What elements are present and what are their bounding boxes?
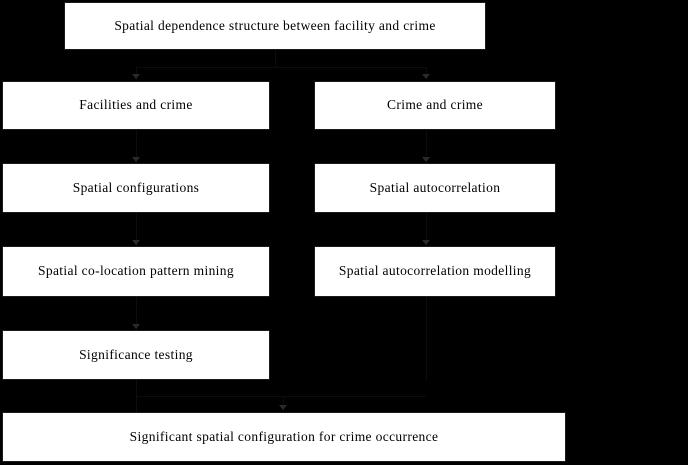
connector-left-1-2 (136, 130, 137, 163)
node-significance-testing[interactable]: Significance testing (2, 330, 270, 380)
connector-title-split (136, 67, 426, 68)
node-label: Spatial autocorrelation modelling (338, 263, 532, 279)
node-label: Facilities and crime (79, 97, 193, 113)
connector-merge-to-result (136, 396, 426, 397)
node-spatial-autocorrelation[interactable]: Spatial autocorrelation (314, 163, 556, 213)
node-spatial-co-location-pattern-mining[interactable]: Spatial co-location pattern mining (2, 246, 270, 297)
node-facilities-and-crime[interactable]: Facilities and crime (2, 81, 270, 130)
connector-title-down (275, 50, 276, 67)
node-label: Spatial co-location pattern mining (38, 263, 234, 279)
node-label: Spatial autocorrelation (369, 179, 501, 195)
node-significant-spatial-configuration-for-crime-occurrence[interactable]: Significant spatial configuration for cr… (2, 412, 566, 462)
node-label: Crime and crime (387, 97, 483, 113)
arrowhead-left-3-4 (132, 324, 140, 329)
arrowhead-to-facilities (132, 74, 140, 79)
node-spatial-configurations[interactable]: Spatial configurations (2, 163, 270, 213)
node-label: Spatial dependence structure between fac… (114, 17, 436, 33)
arrowhead-right-2-3 (422, 240, 430, 245)
arrowhead-to-result (279, 405, 287, 410)
connector-right-to-result (426, 297, 427, 380)
node-spatial-dependence-structure[interactable]: Spatial dependence structure between fac… (64, 2, 486, 50)
connector-left-3-4 (136, 297, 137, 330)
connector-left-2-3 (136, 213, 137, 246)
node-spatial-autocorrelation-modelling[interactable]: Spatial autocorrelation modelling (314, 246, 556, 297)
node-crime-and-crime[interactable]: Crime and crime (314, 81, 556, 130)
connector-merge-down (283, 396, 284, 412)
node-label: Spatial configurations (72, 179, 200, 195)
node-label: Significant spatial configuration for cr… (129, 428, 439, 444)
arrowhead-right-1-2 (422, 157, 430, 162)
arrowhead-to-crime (422, 74, 430, 79)
connector-right-2-3 (426, 213, 427, 246)
arrowhead-left-1-2 (132, 157, 140, 162)
node-label: Significance testing (79, 346, 193, 362)
arrowhead-left-2-3 (132, 240, 140, 245)
connector-right-1-2 (426, 130, 427, 163)
